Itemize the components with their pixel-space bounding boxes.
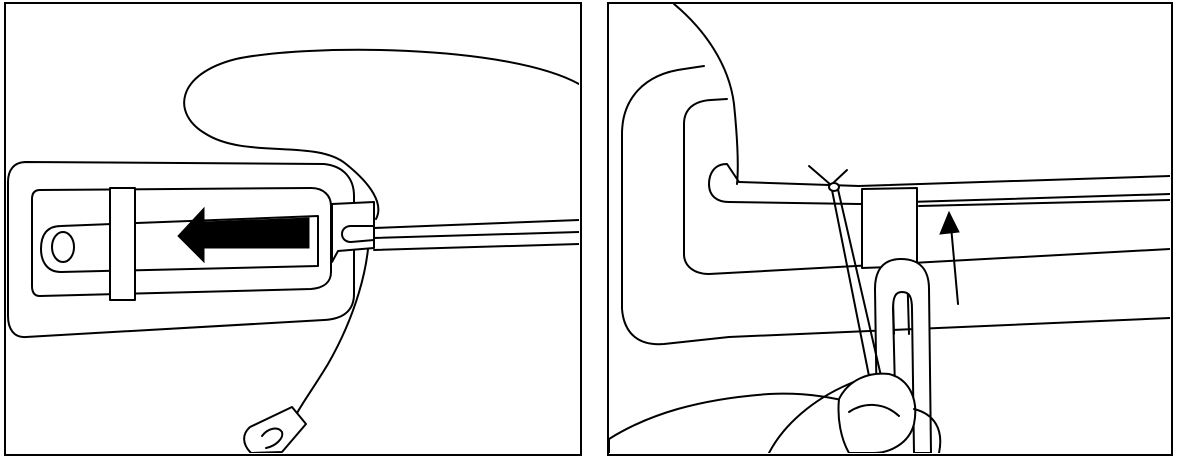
- strap-top-edge: [374, 220, 579, 228]
- top-bar-line: [739, 176, 1170, 186]
- bottom-object-left: [609, 394, 859, 453]
- left-illustration: [6, 4, 579, 453]
- strap-bottom-edge: [374, 244, 579, 250]
- knot-bead: [829, 183, 839, 191]
- right-illustration-panel: [607, 2, 1173, 456]
- strap-mid-edge: [374, 232, 579, 238]
- left-illustration-panel: [4, 2, 582, 456]
- direction-arrow: [178, 208, 309, 262]
- right-illustration: [609, 4, 1170, 453]
- slot-end-hole: [52, 232, 74, 262]
- headrest-inner-frame: [684, 99, 1170, 274]
- up-arrow-head: [940, 212, 959, 234]
- string-knot: [809, 166, 847, 185]
- vertical-post: [862, 188, 917, 268]
- bottom-object-toy: [838, 374, 915, 453]
- strap-loop: [110, 188, 135, 300]
- strap-tag: [244, 407, 306, 453]
- headrest-outline: [184, 50, 579, 219]
- up-arrow-shaft: [951, 226, 958, 304]
